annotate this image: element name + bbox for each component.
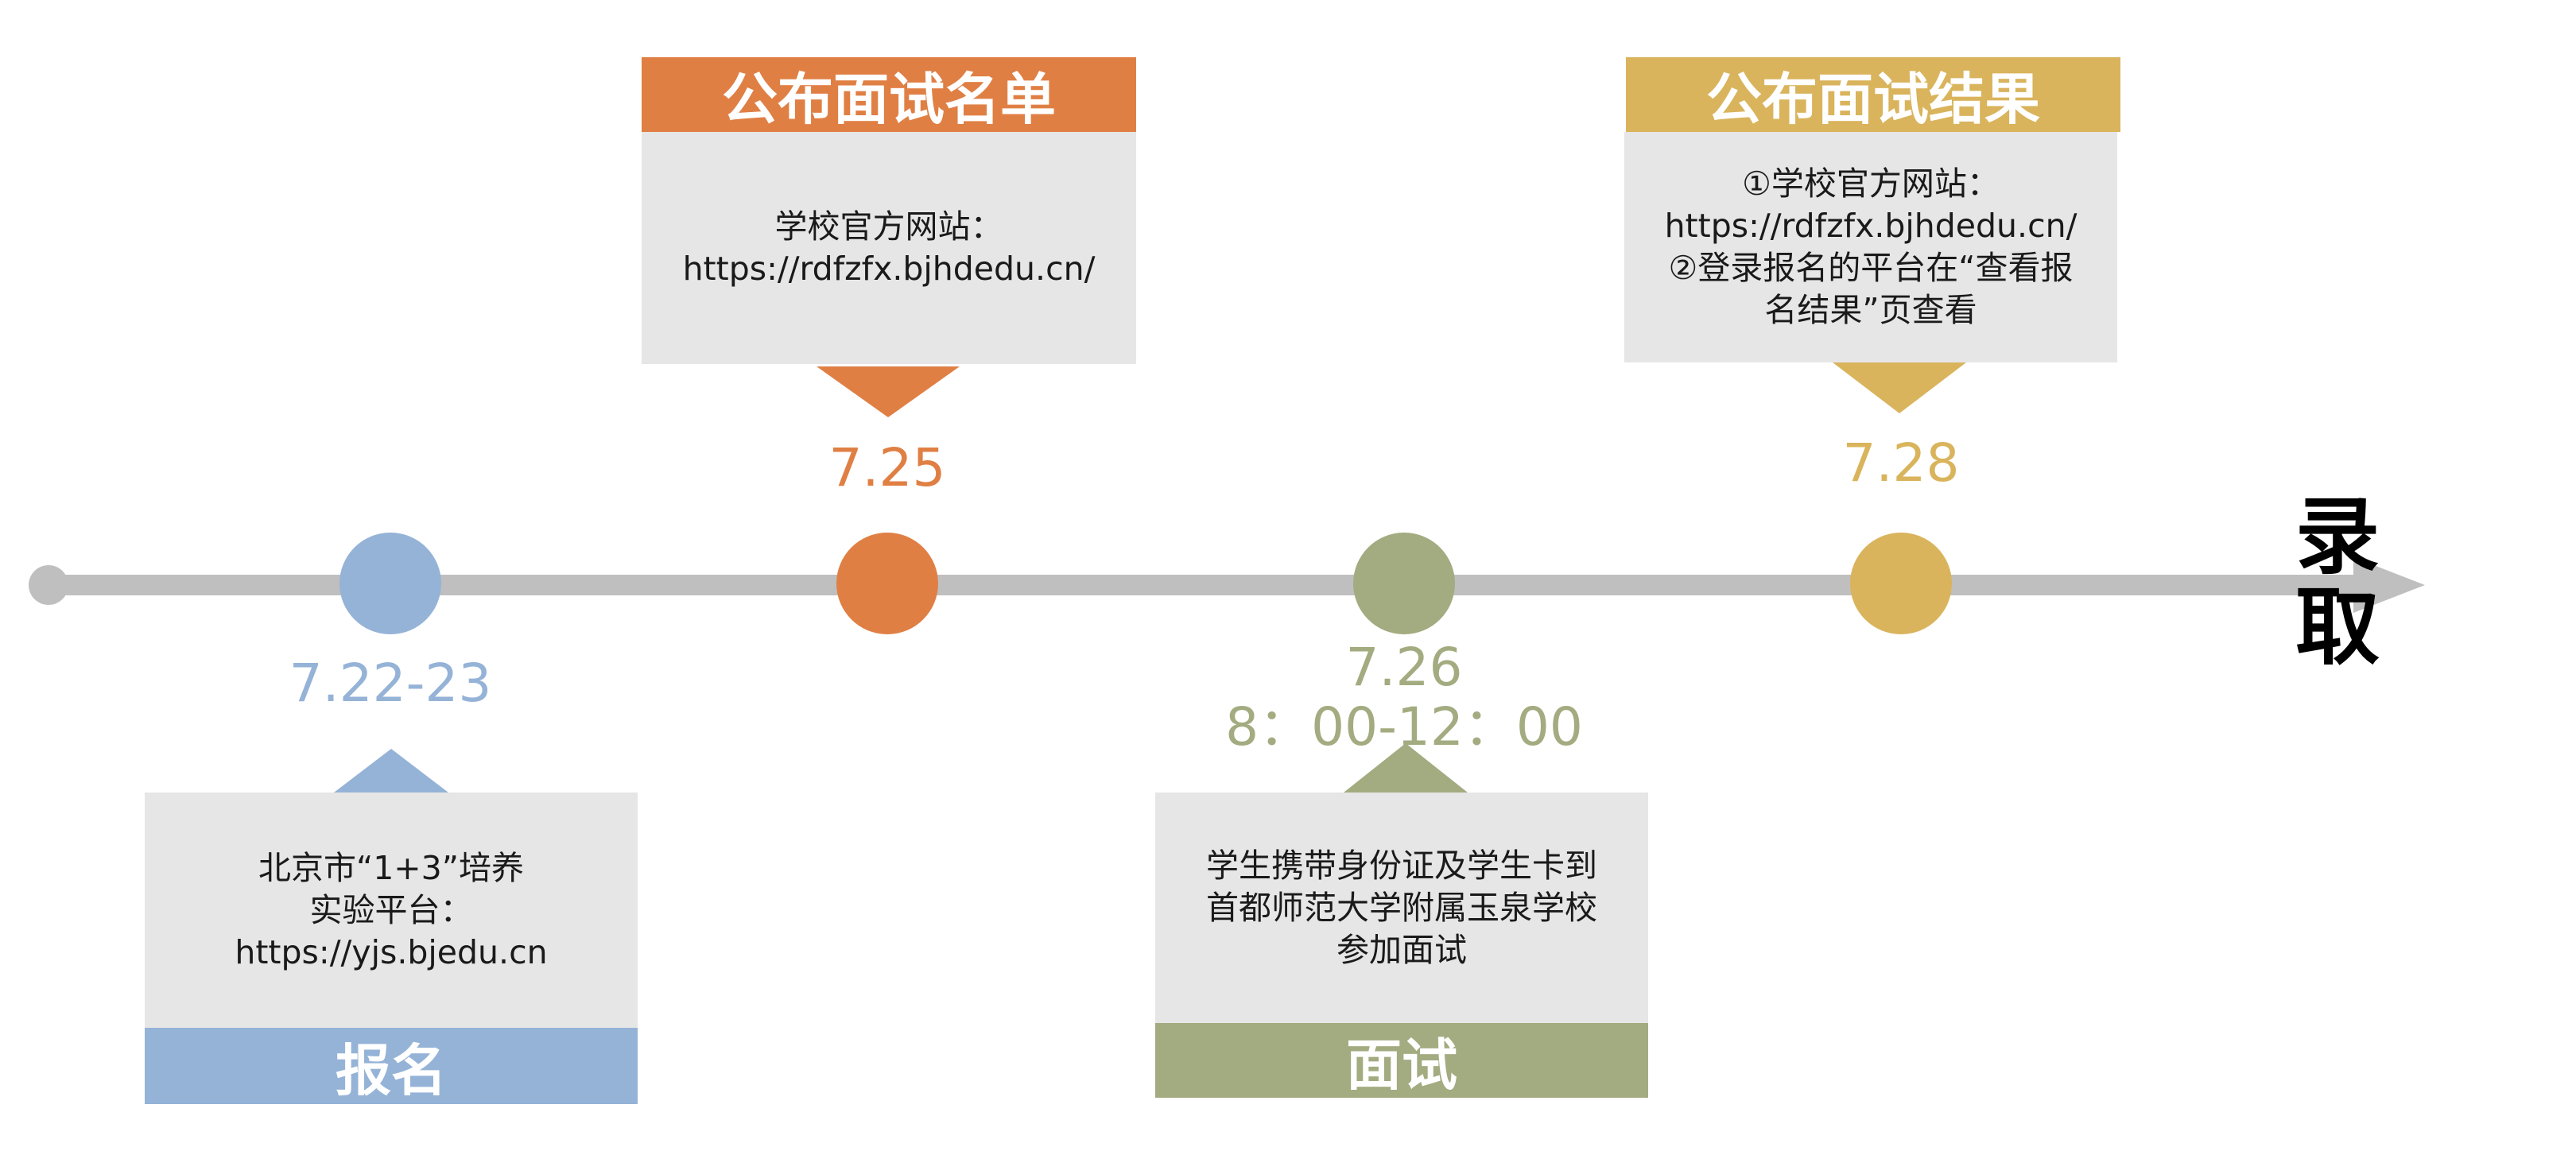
interview-info-text: 学生携带身份证及学生卡到 首都师范大学附属玉泉学校 参加面试 <box>1206 846 1597 969</box>
interview-info-box: 学生携带身份证及学生卡到 首都师范大学附属玉泉学校 参加面试 <box>1155 793 1648 1023</box>
registration-title: 报名 <box>336 1037 447 1103</box>
interview-result-info-box: ①学校官方网站： https://rdfzfx.bjhdedu.cn/ ②登录报… <box>1624 132 2117 362</box>
interview-pointer <box>1344 743 1468 793</box>
admission-label-line2: 取 <box>2295 577 2380 676</box>
interview-list-title-banner: 公布面试名单 <box>642 57 1136 132</box>
timeline-arrow-head <box>2353 557 2425 613</box>
interview-date: 7.26 <box>1345 637 1463 698</box>
interview-list-title: 公布面试名单 <box>722 66 1056 132</box>
registration-date: 7.22-23 <box>289 653 492 714</box>
timeline-start-dot <box>29 565 68 605</box>
interview-list-info-text: 学校官方网站： https://rdfzfx.bjhdedu.cn/ <box>682 207 1096 288</box>
interview-list-pointer <box>817 366 960 417</box>
node-interview <box>1353 533 1455 634</box>
node-registration <box>339 533 441 634</box>
interview-result-date: 7.28 <box>1842 432 1960 494</box>
registration-info-box: 北京市“1+3”培养 实验平台： https://yjs.bjedu.cn <box>145 793 638 1028</box>
interview-result-title: 公布面试结果 <box>1706 66 2040 132</box>
node-interview-result <box>1850 533 1952 634</box>
admission-label-line1: 录 <box>2295 486 2380 586</box>
node-interview-list <box>836 533 938 634</box>
interview-title-banner: 面试 <box>1155 1023 1648 1098</box>
interview-result-pointer <box>1833 362 1966 413</box>
registration-info-text: 北京市“1+3”培养 实验平台： https://yjs.bjedu.cn <box>235 848 548 971</box>
interview-result-title-banner: 公布面试结果 <box>1626 57 2120 132</box>
interview-result-info-text: ①学校官方网站： https://rdfzfx.bjhdedu.cn/ ②登录报… <box>1664 165 2077 329</box>
registration-pointer <box>334 749 448 793</box>
interview-list-info-box: 学校官方网站： https://rdfzfx.bjhdedu.cn/ <box>642 132 1136 364</box>
interview-title: 面试 <box>1346 1032 1457 1098</box>
interview-list-date: 7.25 <box>828 437 946 498</box>
registration-title-banner: 报名 <box>145 1028 638 1104</box>
